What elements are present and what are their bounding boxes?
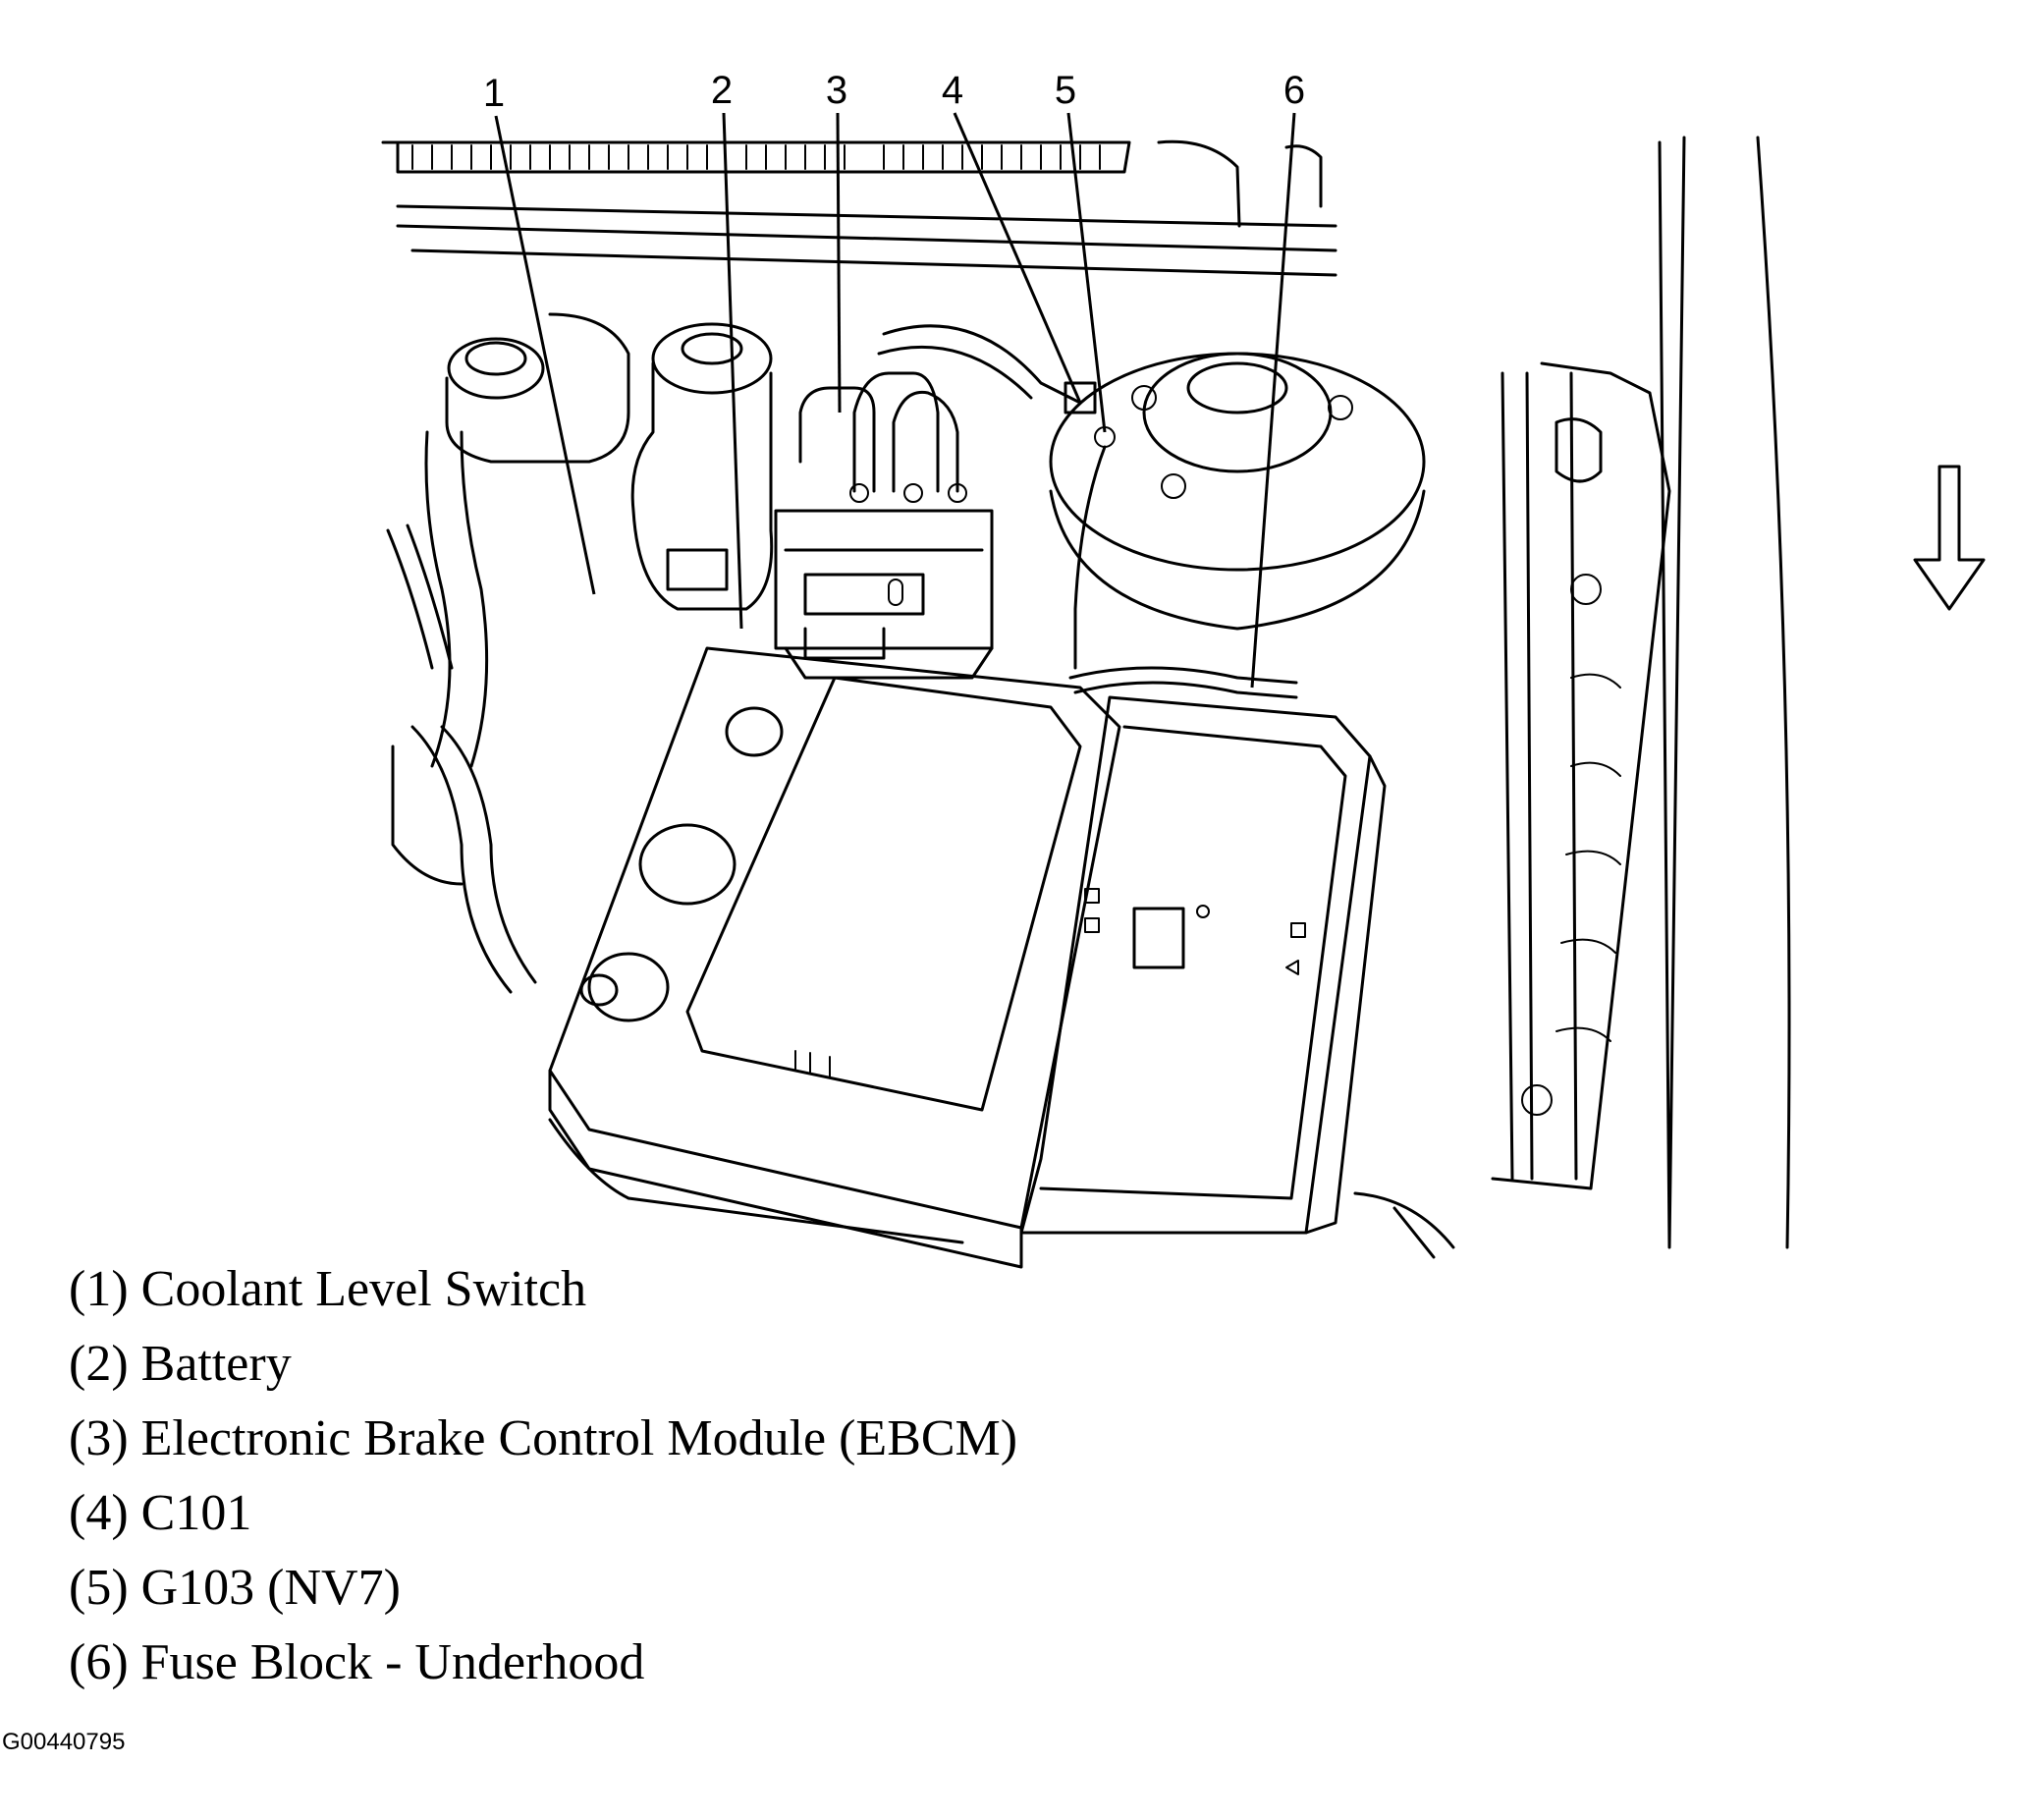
leader-line-6	[1250, 112, 1296, 689]
legend-item-3: (3) Electronic Brake Control Module (EBC…	[69, 1410, 1018, 1466]
leader-lines	[494, 112, 1296, 689]
leader-line-1	[494, 115, 596, 595]
leader-line-5	[1066, 112, 1107, 433]
callout-number-2: 2	[711, 69, 733, 112]
leader-line-2	[722, 112, 743, 630]
legend-list: (1) Coolant Level Switch (2) Battery (3)…	[69, 1252, 1017, 1700]
callout-number-6: 6	[1283, 69, 1305, 112]
callout-number-5: 5	[1055, 69, 1076, 112]
down-arrow-icon	[1913, 465, 1986, 611]
legend-item-5: (5) G103 (NV7)	[69, 1560, 401, 1616]
leader-line-4	[953, 112, 1082, 404]
callout-number-1: 1	[483, 72, 505, 115]
engine-line-art	[381, 136, 1791, 1269]
legend-item-2: (2) Battery	[69, 1336, 292, 1392]
figure-code: G00440795	[2, 1729, 126, 1755]
callout-number-3: 3	[826, 69, 847, 112]
legend-item-6: (6) Fuse Block - Underhood	[69, 1634, 645, 1690]
legend-item-1: (1) Coolant Level Switch	[69, 1261, 587, 1317]
legend-item-4: (4) C101	[69, 1485, 252, 1541]
callout-number-4: 4	[942, 69, 963, 112]
